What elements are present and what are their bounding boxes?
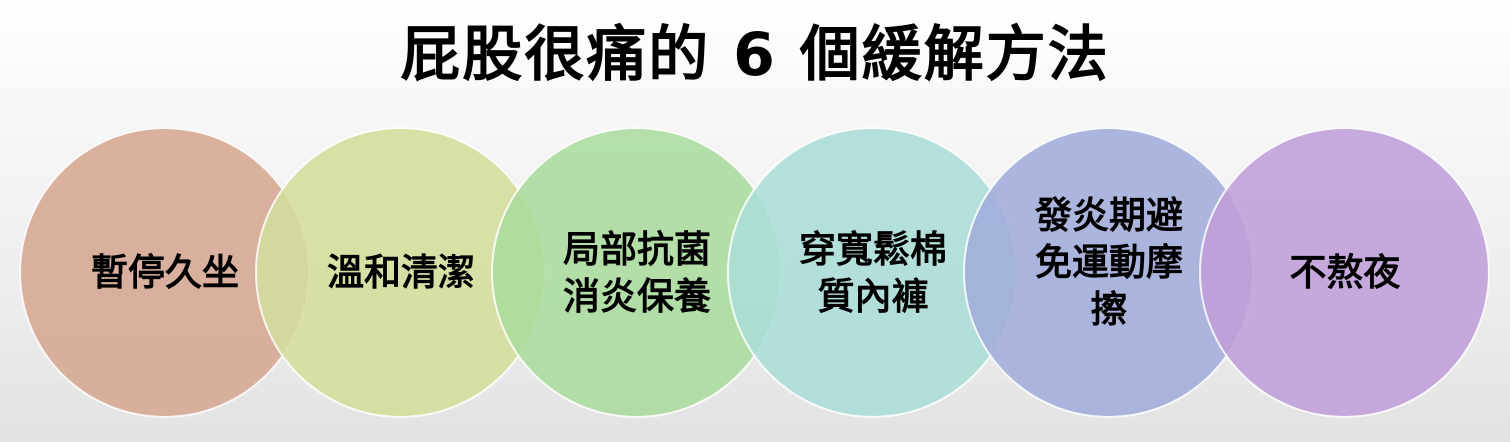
circle-label-2: 溫和清潔: [327, 251, 475, 294]
circle-6: [1199, 127, 1490, 418]
page-title: 屁股很痛的 6 個緩解方法: [400, 20, 1110, 90]
circle-label-1: 暫停久坐: [91, 251, 239, 294]
circle-label-5: 發炎期避 免運動摩 擦: [1035, 194, 1183, 331]
circle-label-6: 不熬夜: [1289, 251, 1401, 294]
circle-label-4: 穿寬鬆棉 質內褲: [799, 227, 947, 318]
circle-label-3: 局部抗菌 消炎保養: [563, 227, 711, 318]
